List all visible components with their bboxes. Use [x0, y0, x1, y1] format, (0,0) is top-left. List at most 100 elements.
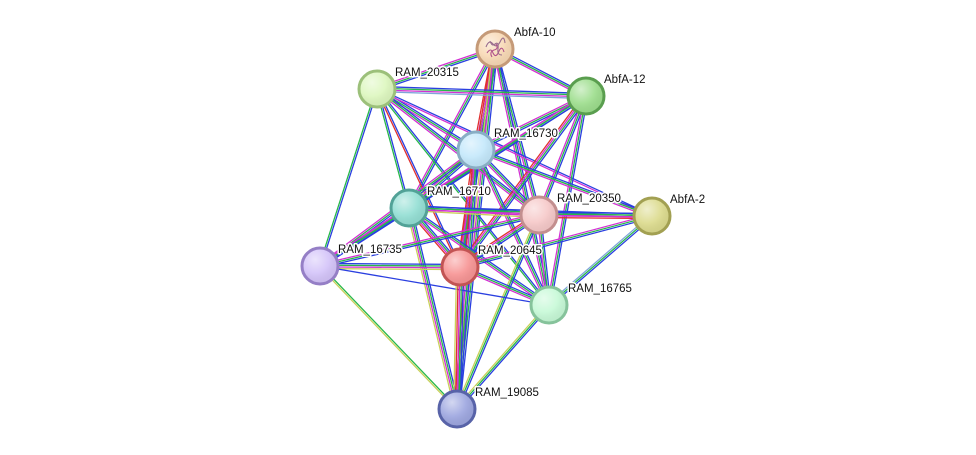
edge-evidence-line — [456, 266, 461, 410]
edge-evidence-line — [550, 95, 589, 306]
nodes-layer — [300, 29, 672, 429]
edge-evidence-line — [459, 215, 653, 268]
node-RAM_20315[interactable] — [357, 69, 397, 109]
node-label: RAM_20315 — [395, 67, 459, 79]
edge-evidence-line — [318, 265, 458, 411]
node-RAM_16730[interactable] — [456, 130, 496, 170]
edge-RAM_20315-AbfA-2 — [375, 87, 654, 218]
node-label: RAM_19085 — [475, 387, 539, 399]
edge-evidence-line — [454, 213, 539, 409]
edge-evidence-line — [539, 95, 589, 217]
edge-RAM_20315-RAM_16710 — [375, 88, 411, 209]
edge-AbfA-12-RAM_16765 — [546, 95, 589, 306]
node-highlight — [360, 72, 394, 106]
edge-evidence-line — [406, 47, 495, 208]
node-label: RAM_20645 — [478, 245, 542, 257]
node-highlight — [303, 249, 337, 283]
edge-evidence-line — [458, 94, 586, 268]
edge-evidence-line — [536, 94, 586, 216]
node-label: RAM_16765 — [568, 283, 632, 295]
node-label: RAM_16710 — [427, 186, 491, 198]
edge-evidence-line — [458, 266, 463, 410]
edge-evidence-line — [320, 88, 379, 267]
edge-evidence-line — [319, 265, 550, 306]
protein-structure-icon — [485, 37, 506, 58]
edge-evidence-line — [319, 267, 461, 271]
node-highlight — [459, 133, 493, 167]
protein-structure-stroke — [489, 40, 503, 56]
edge-evidence-line — [474, 93, 586, 150]
node-highlight — [478, 32, 512, 66]
edge-evidence-line — [459, 266, 465, 410]
node-label: RAM_20350 — [557, 193, 621, 205]
edge-evidence-line — [452, 266, 458, 410]
node-AbfA-10[interactable] — [475, 29, 515, 69]
edge-evidence-line — [457, 93, 585, 267]
edge-evidence-line — [460, 95, 588, 269]
edge-evidence-line — [377, 87, 551, 306]
node-label: AbfA-12 — [604, 74, 646, 86]
edge-RAM_16735-RAM_20645 — [319, 262, 461, 271]
node-RAM_20350[interactable] — [519, 195, 559, 235]
node-label: AbfA-2 — [670, 194, 705, 206]
edge-evidence-line — [547, 214, 652, 305]
edge-evidence-line — [475, 147, 654, 216]
node-highlight — [569, 79, 603, 113]
edge-evidence-line — [318, 212, 540, 265]
edge-RAM_20315-AbfA-12 — [376, 85, 587, 100]
edge-evidence-line — [376, 90, 587, 100]
edge-evidence-line — [375, 88, 460, 269]
edge-evidence-line — [376, 87, 654, 216]
edge-evidence-line — [376, 89, 587, 98]
edge-evidence-line — [494, 48, 550, 306]
node-highlight — [635, 199, 669, 233]
edge-RAM_20315-RAM_16735 — [318, 88, 379, 267]
edge-evidence-line — [319, 216, 541, 269]
edge-evidence-line — [475, 149, 653, 217]
edge-evidence-line — [461, 96, 589, 270]
labels-layer: AbfA-10RAM_20315AbfA-12RAM_16730RAM_1671… — [337, 26, 707, 401]
node-RAM_20645[interactable] — [440, 247, 480, 287]
edge-AbfA-10-RAM_16710 — [406, 47, 498, 210]
node-RAM_16710[interactable] — [389, 188, 429, 228]
node-RAM_19085[interactable] — [437, 389, 477, 429]
edge-AbfA-2-RAM_16765 — [547, 214, 654, 307]
edge-evidence-line — [458, 213, 653, 267]
edge-AbfA-12-RAM_20645 — [457, 93, 589, 270]
node-label: RAM_16735 — [338, 244, 402, 256]
node-RAM_16735[interactable] — [300, 246, 340, 286]
edge-RAM_16730-RAM_16765 — [473, 148, 552, 307]
edge-evidence-line — [319, 266, 461, 269]
node-highlight — [522, 198, 556, 232]
edge-AbfA-2-RAM_20645 — [458, 213, 654, 270]
edge-evidence-line — [376, 87, 587, 96]
protein-structure-stroke — [486, 47, 505, 57]
edge-evidence-line — [376, 85, 587, 95]
edge-evidence-line — [319, 214, 540, 267]
node-highlight — [532, 288, 566, 322]
edge-AbfA-12-RAM_20350 — [536, 94, 589, 217]
edge-RAM_16730-AbfA-2 — [474, 147, 654, 219]
edge-evidence-line — [455, 303, 549, 409]
edge-evidence-line — [548, 215, 653, 306]
node-AbfA-12[interactable] — [566, 76, 606, 116]
edge-evidence-line — [319, 264, 459, 410]
edge-evidence-line — [548, 95, 587, 306]
edge-RAM_20350-RAM_16735 — [318, 212, 541, 269]
edge-evidence-line — [408, 209, 540, 219]
edge-RAM_20645-RAM_19085 — [452, 266, 465, 410]
edge-evidence-line — [377, 88, 411, 209]
edge-evidence-line — [476, 148, 552, 305]
edge-RAM_16735-RAM_19085 — [318, 264, 459, 411]
edge-evidence-line — [376, 49, 497, 92]
edge-evidence-line — [375, 89, 653, 218]
node-RAM_16765[interactable] — [529, 285, 569, 325]
edge-evidence-line — [454, 266, 459, 410]
edge-evidence-line — [456, 304, 550, 410]
edge-evidence-line — [473, 150, 549, 307]
edge-evidence-line — [319, 262, 461, 266]
edge-evidence-line — [538, 95, 587, 216]
node-AbfA-2[interactable] — [632, 196, 672, 236]
node-label: RAM_16730 — [494, 128, 558, 140]
